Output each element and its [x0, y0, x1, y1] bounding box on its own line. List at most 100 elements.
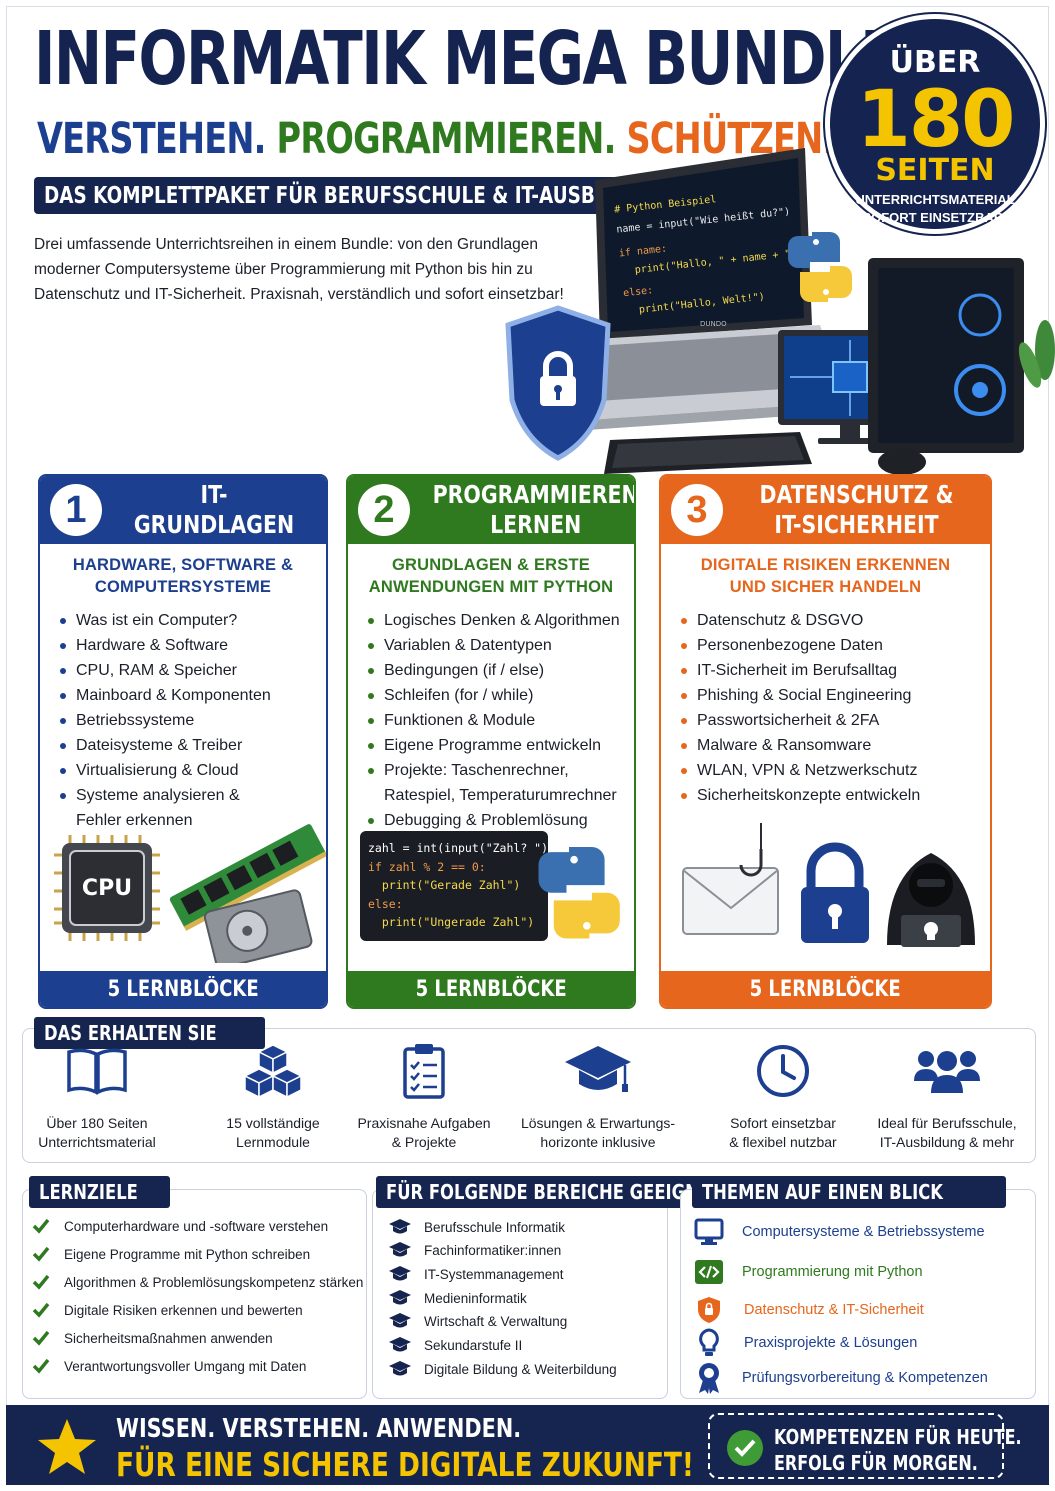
list-item: Programmierung mit Python	[694, 1259, 923, 1285]
column-subtitle: DIGITALE RISIKEN ERKENNEN UND SICHER HAN…	[661, 554, 990, 598]
python-logo-icon	[538, 847, 620, 939]
page-title: INFORMATIK MEGA BUNDLE	[34, 16, 900, 102]
benefits-section	[22, 1028, 1036, 1163]
intro-text: Drei umfassende Unterrichtsreihen in ein…	[34, 236, 564, 303]
footer-claim-1: KOMPETENZEN FÜR HEUTE.	[774, 1425, 1022, 1449]
list-item: Computersysteme & Betriebssysteme	[694, 1218, 985, 1246]
column-title-line: PROGRAMMIEREN	[432, 480, 636, 509]
python-illustration: zahl = int(input("Zahl? ")) if zahl % 2 …	[348, 823, 634, 963]
list-item: Was ist ein Computer?	[60, 608, 326, 633]
phishing-mail-icon	[682, 823, 779, 935]
list-item: Fachinformatiker:innen	[388, 1241, 561, 1259]
cpu-icon: CPU	[54, 835, 160, 941]
column-subtitle-line: ANWENDUNGEN MIT PYTHON	[368, 578, 614, 596]
badge-ueber: ÜBER	[889, 45, 981, 80]
list-item: Eigene Programme mit Python schreiben	[32, 1246, 310, 1262]
footer-slogan-1: WISSEN. VERSTEHEN. ANWENDEN.	[116, 1414, 522, 1444]
list-item: Systeme analysieren & Fehler erkennen	[60, 783, 260, 833]
graduation-cap-icon	[389, 1361, 411, 1376]
lernziele-section	[22, 1189, 367, 1399]
lernziele-title-text: LERNZIELE	[39, 1180, 138, 1204]
bereich-text: Sekundarstufe II	[424, 1337, 523, 1353]
benefits-title-text: DAS ERHALTEN SIE	[44, 1021, 217, 1045]
column-number: 1	[50, 484, 102, 536]
thema-text: Computersysteme & Betriebssysteme	[742, 1224, 985, 1240]
list-item: Datenschutz & DSGVO	[681, 608, 990, 633]
list-item: Passwortsicherheit & 2FA	[681, 708, 990, 733]
column-number: 2	[358, 484, 410, 536]
benefit-line: Lernmodule	[236, 1134, 310, 1150]
benefit-item: Ideal für Berufsschule,IT-Ausbildung & m…	[862, 1040, 1032, 1152]
book-icon	[67, 1048, 127, 1095]
graduation-cap-icon	[389, 1313, 411, 1328]
topic-list: Was ist ein Computer? Hardware & Softwar…	[60, 608, 326, 833]
badge-line-5: SOFORT EINSETZBAR!	[862, 210, 1008, 225]
cpu-label: CPU	[82, 876, 132, 901]
thema-text: Programmierung mit Python	[742, 1264, 923, 1280]
bereiche-section	[372, 1189, 668, 1399]
graduation-cap-icon	[389, 1337, 411, 1352]
cubes-icon	[245, 1044, 301, 1099]
hardware-illustration: CPU	[54, 824, 326, 963]
benefit-item: Praxisnahe Aufgaben & Projekte	[339, 1040, 509, 1152]
list-item: Prüfungsvorbereitung & Kompetenzen	[696, 1362, 988, 1394]
themen-section	[680, 1189, 1036, 1399]
list-item: Projekte: Taschenrechner, Ratespiel, Tem…	[368, 758, 623, 808]
hero-illustration: # Python Beispiel name = input("Wie heiß…	[505, 148, 1055, 475]
lernziel-text: Digitale Risiken erkennen und bewerten	[64, 1302, 303, 1318]
list-item: Digitale Bildung & Weiterbildung	[388, 1360, 617, 1378]
list-item: Sekundarstufe II	[388, 1336, 522, 1354]
checkmark-icon	[32, 1302, 50, 1318]
footer-slogan-2: FÜR EINE SICHERE DIGITALE ZUKUNFT!	[116, 1445, 694, 1484]
column-header: 1 IT-GRUNDLAGEN	[40, 476, 326, 544]
list-item: IT-Sicherheit im Berufsalltag	[681, 658, 990, 683]
list-item: Dateisysteme & Treiber	[60, 733, 326, 758]
column-subtitle-line: COMPUTERSYSTEME	[94, 578, 272, 596]
lernziel-text: Eigene Programme mit Python schreiben	[64, 1246, 311, 1262]
list-item: Praxisprojekte & Lösungen	[698, 1328, 917, 1358]
badge-seiten: SEITEN	[875, 153, 995, 188]
hero-code-line-5: else:	[623, 285, 654, 299]
benefit-line: Sofort einsetzbar	[730, 1115, 836, 1131]
benefit-line: Praxisnahe Aufgaben	[357, 1115, 491, 1131]
code-snippet: zahl = int(input("Zahl? ")) if zahl % 2 …	[360, 831, 555, 941]
code-line: zahl = int(input("Zahl? "))	[368, 841, 555, 855]
list-item: Variablen & Datentypen	[368, 633, 634, 658]
list-item: Wirtschaft & Verwaltung	[388, 1312, 567, 1330]
lernziel-text: Verantwortungsvoller Umgang mit Daten	[64, 1358, 307, 1374]
list-item: Digitale Risiken erkennen und bewerten	[32, 1302, 303, 1318]
column-header: 2 PROGRAMMIEREN LERNEN	[348, 476, 634, 544]
graduation-cap-icon	[389, 1290, 411, 1305]
shield-lock-icon	[505, 305, 611, 461]
footer-claim-box: KOMPETENZEN FÜR HEUTE. ERFOLG FÜR MORGEN…	[708, 1413, 1022, 1479]
list-item: Schleifen (for / while)	[368, 683, 634, 708]
themen-title-text: THEMEN AUF EINEN BLICK	[702, 1180, 943, 1204]
benefit-line: horizonte inklusive	[540, 1134, 656, 1150]
list-item: CPU, RAM & Speicher	[60, 658, 326, 683]
topic-list: Logisches Denken & Algorithmen Variablen…	[368, 608, 634, 833]
bereich-text: Berufsschule Informatik	[424, 1219, 566, 1235]
award-icon	[699, 1363, 719, 1394]
benefit-line: & Projekte	[391, 1134, 457, 1150]
column-subtitle-line: UND SICHER HANDELN	[729, 578, 922, 596]
list-item: Debugging & Problemlösung	[368, 808, 634, 833]
column-it-grundlagen: 1 IT-GRUNDLAGEN HARDWARE, SOFTWARE & COM…	[38, 474, 328, 1009]
column-title: IT-GRUNDLAGEN	[133, 480, 295, 539]
bereich-text: Wirtschaft & Verwaltung	[424, 1313, 568, 1329]
column-title: PROGRAMMIEREN LERNEN	[432, 480, 636, 540]
benefit-line: & flexibel nutzbar	[729, 1134, 837, 1150]
column-title-line: DATENSCHUTZ &	[759, 480, 954, 509]
padlock-icon	[801, 842, 869, 943]
python-logo-icon	[788, 232, 852, 302]
bereiche-title-text: FÜR FOLGENDE BEREICHE GEEIGNET	[386, 1180, 722, 1204]
pages-badge: ÜBER 180 SEITEN UNTERRICHTSMATERIAL SOFO…	[825, 14, 1045, 234]
thema-text: Datenschutz & IT-Sicherheit	[744, 1302, 924, 1318]
list-item: Algorithmen & Problemlösungskompetenz st…	[32, 1274, 363, 1290]
list-item: Hardware & Software	[60, 633, 326, 658]
monitor-icon	[694, 1218, 724, 1245]
benefits-title: DAS ERHALTEN SIE	[34, 1017, 265, 1049]
lernbloecke-label: 5 LERNBLÖCKE	[107, 976, 259, 1002]
list-item: Bedingungen (if / else)	[368, 658, 634, 683]
